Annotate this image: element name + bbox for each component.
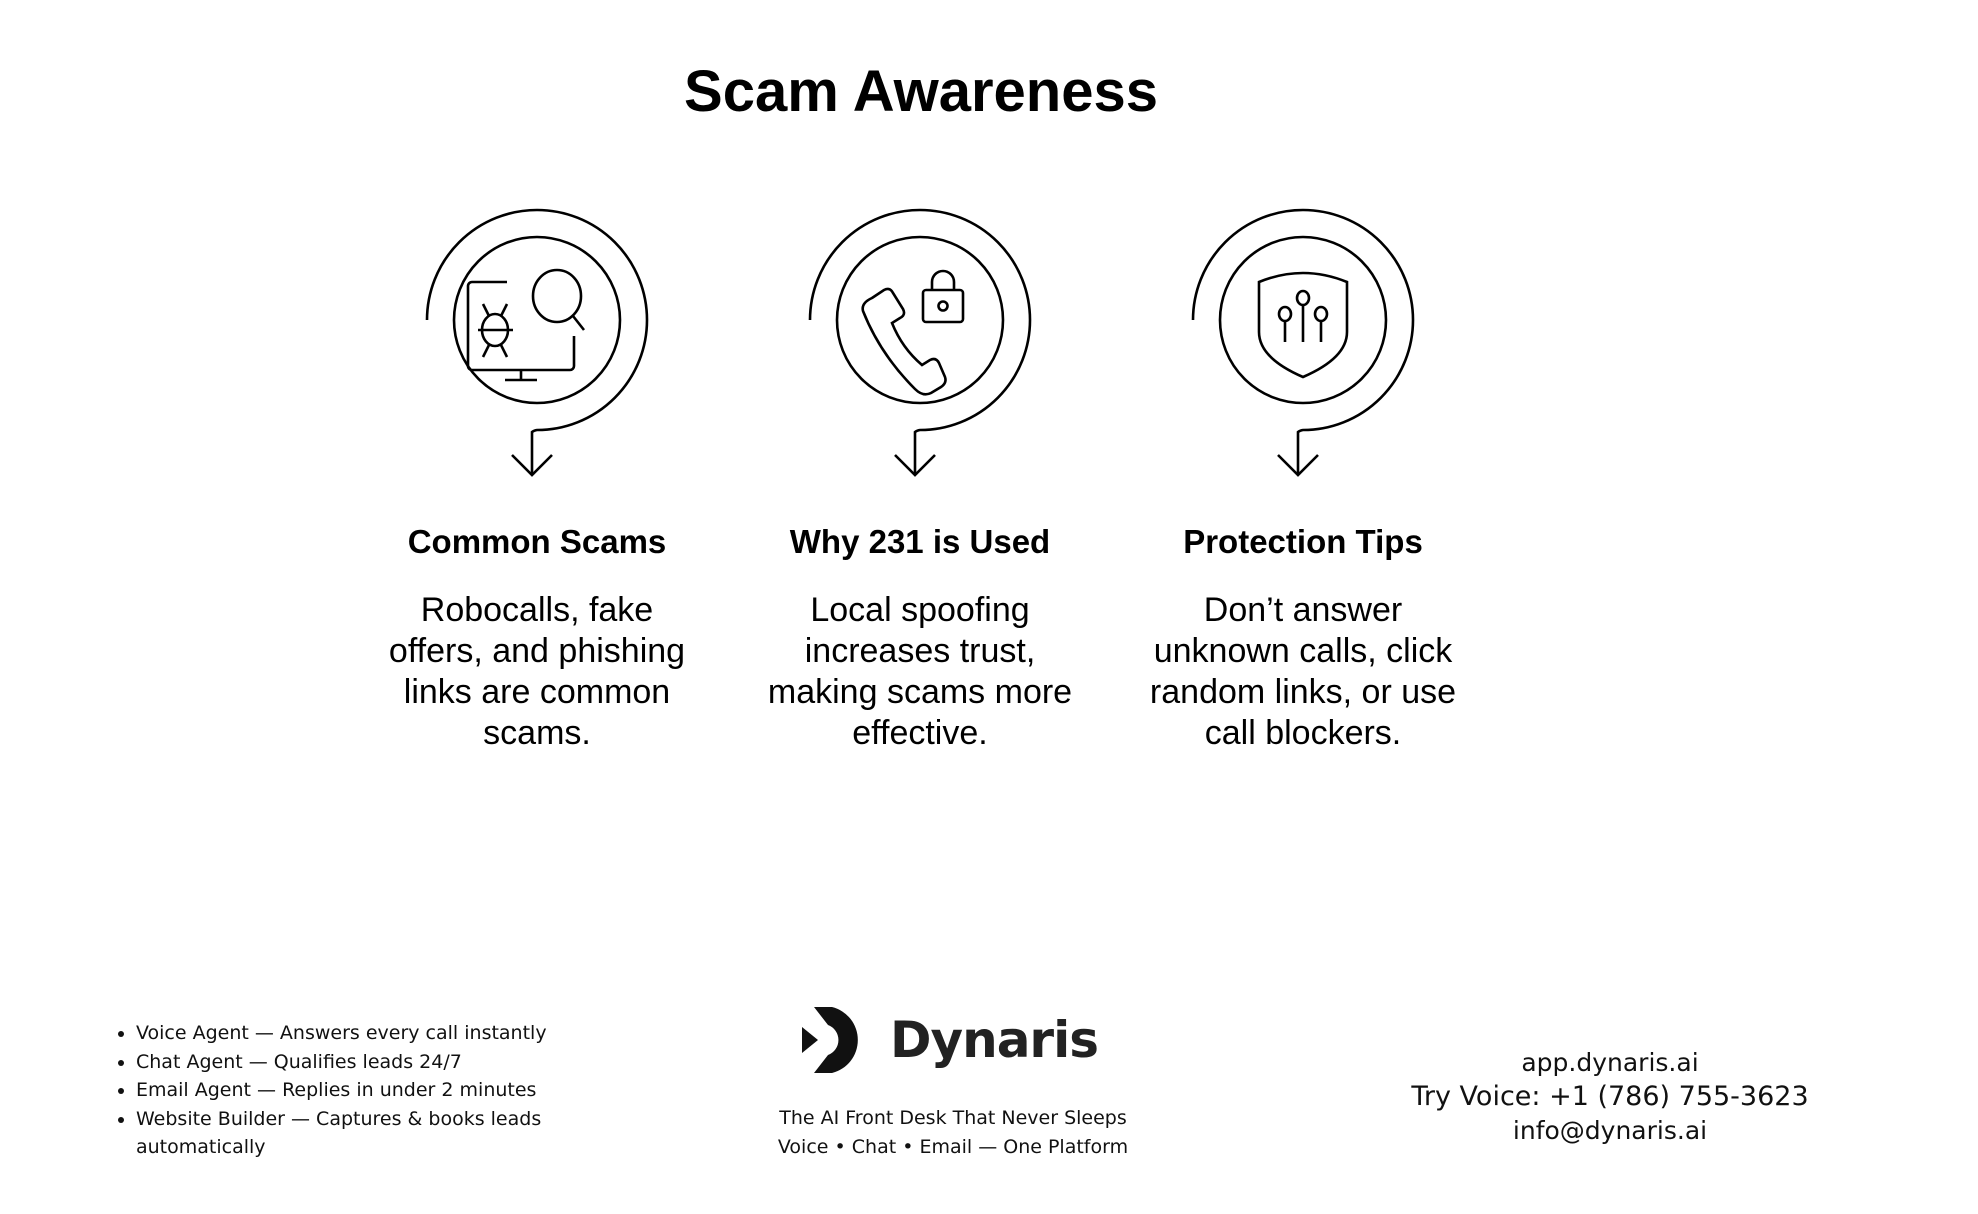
email-link[interactable]: info@dynaris.ai — [1512, 1116, 1708, 1145]
column-body: Don’t answer unknown calls, click random… — [1149, 591, 1457, 752]
tagline: The AI Front Desk That Never Sleeps — [779, 1107, 1127, 1129]
contact-block: app.dynaris.ai Try Voice: +1 (786) 755-3… — [1400, 1046, 1820, 1148]
column-body: Robocalls, fake offers, and phishing lin… — [388, 591, 686, 752]
shield-circuit-icon — [1191, 208, 1415, 477]
sub-tagline: Voice • Chat • Email — One Platform — [777, 1136, 1129, 1158]
column-common-scams: Common Scams Robocalls, fake offers, and… — [357, 200, 717, 754]
tagline-block: The AI Front Desk That Never Sleeps Voic… — [700, 1104, 1206, 1162]
brand-name: Dynaris — [890, 1011, 1099, 1069]
feature-item: Chat Agent — Qualifies leads 24/7 — [136, 1048, 616, 1077]
feature-item: Email Agent — Replies in under 2 minutes — [136, 1076, 616, 1105]
feature-item: Voice Agent — Answers every call instant… — [136, 1019, 616, 1048]
column-heading: Common Scams — [407, 523, 667, 560]
column-heading: Protection Tips — [1183, 523, 1423, 560]
column-body: Local spoofing increases trust, making s… — [767, 591, 1073, 752]
column-heading: Why 231 is Used — [789, 523, 1051, 560]
phone-number[interactable]: Try Voice: +1 (786) 755-3623 — [1411, 1081, 1809, 1112]
dynaris-logo-icon — [802, 1007, 858, 1073]
column-why-231: Why 231 is Used Local spoofing increases… — [740, 200, 1100, 754]
page-title: Scam Awareness — [684, 59, 1158, 124]
brand-logo: Dynaris — [800, 1005, 1099, 1075]
phone-lock-icon — [808, 208, 1032, 477]
monitor-bug-magnifier-icon — [425, 208, 649, 477]
feature-list: Voice Agent — Answers every call instant… — [116, 1019, 616, 1162]
website-link[interactable]: app.dynaris.ai — [1521, 1048, 1699, 1077]
column-protection-tips: Protection Tips Don’t answer unknown cal… — [1123, 200, 1483, 754]
feature-item: Website Builder — Captures & books leads… — [136, 1105, 616, 1162]
